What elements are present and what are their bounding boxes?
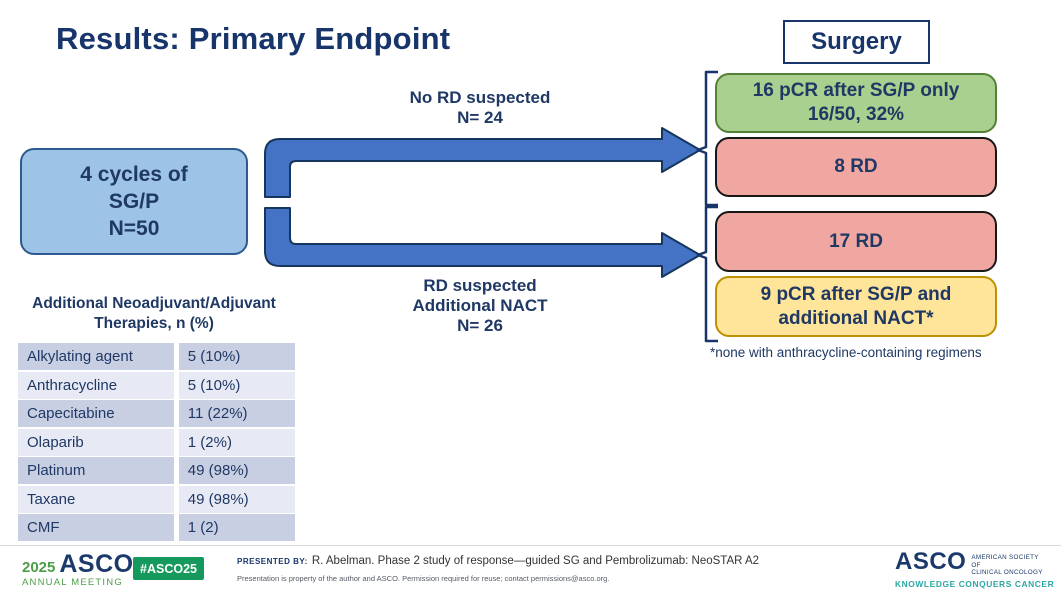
table-row: Taxane 49 (98%)	[18, 485, 295, 513]
table-header: Additional Neoadjuvant/Adjuvant Therapie…	[8, 294, 300, 334]
top-branch-line1: No RD suspected	[409, 88, 551, 107]
asco-wordmark: ASCO	[895, 548, 967, 575]
therapy-value: 49 (98%)	[178, 457, 295, 484]
therapy-value: 49 (98%)	[178, 485, 295, 513]
logo-annual-meeting: ANNUAL MEETING	[22, 577, 123, 588]
table-row: Olaparib 1 (2%)	[18, 428, 295, 456]
table-row: Alkylating agent 5 (10%)	[18, 343, 295, 370]
bent-arrow-down-icon	[264, 207, 701, 278]
therapy-value: 1 (2)	[178, 514, 295, 541]
table-row: Anthracycline 5 (10%)	[18, 371, 295, 399]
pink-bottom-label: 17 RD	[829, 230, 883, 252]
bottom-branch-line1: RD suspected	[423, 276, 537, 295]
table-row: Capecitabine 11 (22%)	[18, 400, 295, 427]
asco-annual-meeting-logo: 2025 ASCO ANNUAL MEETING	[22, 550, 134, 589]
presented-by-block: PRESENTED BY:R. Abelman. Phase 2 study o…	[237, 553, 797, 583]
hashtag-label: #ASCO25	[140, 561, 197, 576]
logo-asco-wordmark: ASCO	[59, 550, 134, 578]
therapy-name: Taxane	[18, 485, 174, 513]
logo-year: 2025	[22, 559, 56, 576]
asco-tagline: KNOWLEDGE CONQUERS CANCER	[895, 578, 1055, 589]
table-row: Platinum 49 (98%)	[18, 457, 295, 484]
green-box-line1: 16 pCR after SG/P only	[752, 80, 960, 101]
table-header-line1: Additional Neoadjuvant/Adjuvant	[32, 295, 276, 312]
yellow-box-line2: additional NACT*	[778, 307, 934, 329]
society-line1: AMERICAN SOCIETY OF	[971, 554, 1039, 569]
bent-arrow-up-icon	[264, 127, 701, 198]
top-branch-line2: N= 24	[457, 108, 503, 127]
asco-society-logo: ASCO AMERICAN SOCIETY OF CLINICAL ONCOLO…	[895, 548, 1055, 589]
outcome-box-17rd: 17 RD	[715, 211, 997, 272]
outcome-box-8rd: 8 RD	[715, 137, 997, 197]
table-row: CMF 1 (2)	[18, 514, 295, 541]
therapy-table: Alkylating agent 5 (10%) Anthracycline 5…	[18, 343, 295, 543]
footer-divider	[0, 545, 1061, 546]
start-box-line1: 4 cycles of	[80, 163, 188, 186]
bottom-branch-line3: N= 26	[457, 316, 503, 335]
therapy-name: Capecitabine	[18, 400, 174, 427]
outcome-box-pcr-nact: 9 pCR after SG/P and additional NACT*	[715, 276, 997, 337]
start-box-line2: SG/P	[108, 190, 160, 213]
therapy-name: Alkylating agent	[18, 343, 174, 370]
start-box: 4 cycles of SG/P N=50	[20, 148, 248, 255]
therapy-name: Anthracycline	[18, 371, 174, 399]
society-line2: CLINICAL ONCOLOGY	[971, 569, 1043, 576]
bottom-branch-label: RD suspected Additional NACT N= 26	[350, 276, 610, 336]
green-box-line2: 16/50, 32%	[807, 104, 905, 125]
therapy-name: Platinum	[18, 457, 174, 484]
therapy-value: 11 (22%)	[178, 400, 295, 427]
top-branch-label: No RD suspected N= 24	[350, 88, 610, 128]
yellow-box-line1: 9 pCR after SG/P and	[760, 283, 952, 305]
surgery-box: Surgery	[783, 20, 930, 64]
outcome-box-pcr-sgp-only: 16 pCR after SG/P only 16/50, 32%	[715, 73, 997, 133]
bottom-branch-line2: Additional NACT	[412, 296, 548, 315]
footnote: *none with anthracycline-containing regi…	[710, 345, 982, 360]
hashtag-badge: #ASCO25	[133, 557, 204, 580]
disclaimer-text: Presentation is property of the author a…	[237, 574, 610, 583]
pink-top-label: 8 RD	[834, 156, 878, 177]
presented-by-text: R. Abelman. Phase 2 study of response—gu…	[311, 555, 760, 567]
table-header-line2: Therapies, n (%)	[94, 315, 214, 332]
start-box-line3: N=50	[108, 217, 160, 240]
therapy-value: 5 (10%)	[178, 343, 295, 370]
presented-by-label: PRESENTED BY:	[237, 557, 308, 566]
slide-title: Results: Primary Endpoint	[56, 21, 451, 56]
therapy-name: Olaparib	[18, 428, 174, 456]
surgery-label: Surgery	[811, 28, 902, 55]
therapy-name: CMF	[18, 514, 174, 541]
therapy-value: 5 (10%)	[178, 371, 295, 399]
therapy-value: 1 (2%)	[178, 428, 295, 456]
